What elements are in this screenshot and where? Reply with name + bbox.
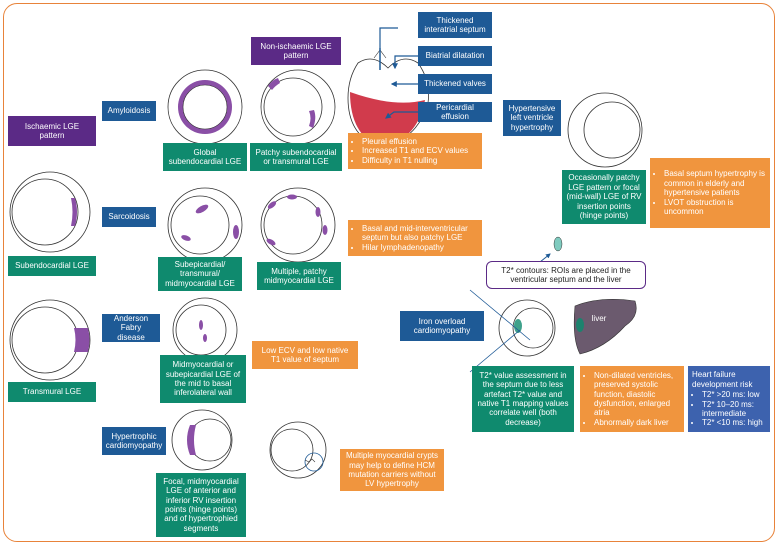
hcm-pattern-caption: Focal, midmyocardial LGE of anterior and… (156, 473, 246, 537)
amyloid-notes: Pleural effusion Increased T1 and ECV va… (348, 133, 482, 169)
sarcoidosis-label: Sarcoidosis (102, 207, 156, 227)
transmural-ring-icon (9, 299, 91, 381)
subendocardial-lge-caption: Subendocardial LGE (8, 256, 96, 276)
global-subendocardial-ring-icon (167, 69, 243, 145)
ischaemic-lge-label: Ischaemic LGE pattern (8, 116, 96, 146)
iron-overload-label: Iron overload cardiomyopathy (400, 311, 484, 341)
fabry-pattern-caption: Midmyocardial or subepicardial LGE of th… (160, 355, 246, 403)
t2-contours-box: T2* contours: ROIs are placed in the ven… (486, 261, 646, 289)
t2-assessment-caption: T2* value assessment in the septum due t… (472, 366, 574, 432)
hcm-ring-icon (171, 409, 233, 471)
risk-item: T2* 10–20 ms: intermediate (702, 400, 766, 419)
risk-item: T2* >20 ms: low (702, 390, 766, 399)
iron-notes: Non-dilated ventricles, preserved systol… (580, 366, 684, 432)
note-item: Basal septum hypertrophy is common in el… (664, 169, 766, 197)
risk-item: T2* <10 ms: high (702, 418, 766, 427)
liver-icon (573, 299, 637, 355)
note-item: Difficulty in T1 nulling (362, 156, 468, 165)
subepicardial-caption: Subepicardial/ transmural/ midmyocardial… (158, 257, 242, 291)
note-item: LVOT obstruction is uncommon (664, 198, 766, 217)
sarcoid-notes: Basal and mid-interventricular septum bu… (348, 220, 482, 256)
biatrial-label: Biatrial dilatation (418, 46, 492, 66)
iron-overload-icon (469, 289, 556, 373)
note-item: Basal and mid-interventricular septum bu… (362, 224, 478, 243)
amyloidosis-label: Amyloidosis (102, 101, 156, 121)
heart-icon (347, 27, 429, 149)
note-item: Hilar lymphadenopathy (362, 243, 478, 252)
multiple-patchy-caption: Multiple, patchy midmyocardial LGE (257, 262, 341, 290)
hypertensive-label: Hypertensive left ventricle hypertrophy (503, 100, 561, 136)
hcm-label: Hypertrophic cardiomyopathy (102, 427, 166, 455)
heart-failure-title: Heart failure development risk (692, 370, 753, 389)
roi-marker-icon (539, 236, 563, 263)
note-item: Pleural effusion (362, 137, 468, 146)
pericardial-effusion-label: Pericardial effusion (418, 102, 492, 122)
hcm-note: Multiple myocardial crypts may help to d… (340, 449, 444, 491)
fabry-ring-icon (172, 297, 238, 363)
subendocardial-ring-icon (9, 171, 91, 253)
liver-label: liver (591, 314, 607, 324)
anderson-fabry-label: Anderson Fabry disease (102, 314, 160, 342)
global-subendocardial-caption: Global subendocardial LGE (163, 143, 247, 171)
hypertensive-notes: Basal septum hypertrophy is common in el… (650, 158, 770, 228)
transmural-lge-caption: Transmural LGE (8, 382, 96, 402)
crypts-ring-icon (269, 421, 327, 479)
note-item: Non-dilated ventricles, preserved systol… (594, 371, 680, 418)
diagram-frame (3, 3, 775, 542)
thickened-septum-label: Thickened interatrial septum (418, 12, 492, 38)
subepicardial-ring-icon (167, 187, 243, 263)
non-ischaemic-lge-label: Non-ischaemic LGE pattern (251, 37, 341, 65)
note-item: Increased T1 and ECV values (362, 146, 468, 155)
fabry-note: Low ECV and low native T1 value of septu… (252, 341, 358, 369)
thickened-valves-label: Thickened valves (418, 74, 492, 94)
heart-failure-risk-box: Heart failure development risk T2* >20 m… (688, 366, 770, 432)
patchy-subendocardial-caption: Patchy subendocardial or transmural LGE (250, 143, 342, 171)
multiple-patchy-ring-icon (260, 187, 336, 263)
hypertensive-pattern-caption: Occasionally patchy LGE pattern or focal… (562, 170, 646, 224)
hypertensive-ring-icon (567, 92, 643, 168)
note-item: Abnormally dark liver (594, 418, 680, 427)
patchy-ring-icon (260, 69, 336, 145)
